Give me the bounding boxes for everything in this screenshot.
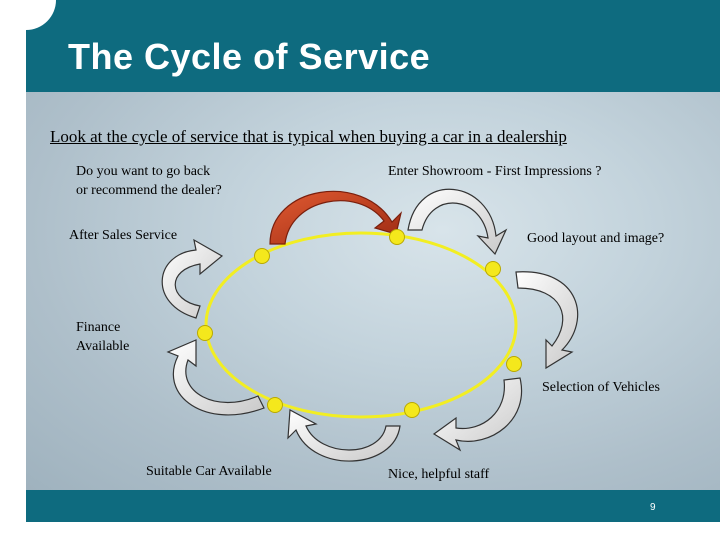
node-helpful-staff xyxy=(404,402,420,418)
label-finance-group: Finance Available xyxy=(76,318,129,356)
arrow-showroom-to-layout-icon xyxy=(407,188,508,256)
label-finance-line2: Available xyxy=(76,339,130,354)
arrow-layout-to-selection-icon xyxy=(515,271,579,370)
slide-subtitle: Look at the cycle of service that is typ… xyxy=(50,127,567,146)
arrow-finance-to-after-sales-icon xyxy=(161,238,224,319)
label-go-back-group: Do you want to go back or recommend the … xyxy=(76,162,222,200)
label-go-back-line1: Do you want to go back xyxy=(76,164,211,179)
background-photo xyxy=(26,90,720,490)
node-showroom xyxy=(389,229,405,245)
node-after-sales xyxy=(254,248,270,264)
slide-title: The Cycle of Service xyxy=(68,36,431,77)
arrow-after-sales-to-showroom-icon xyxy=(269,190,403,245)
arrow-selection-to-staff-icon xyxy=(432,377,523,452)
label-suitable-car: Suitable Car Available xyxy=(146,464,272,479)
arrow-suitable-to-finance-icon xyxy=(166,339,265,416)
footer-bar xyxy=(26,490,720,522)
node-suitable-car xyxy=(267,397,283,413)
node-good-layout xyxy=(485,261,501,277)
label-finance-line1: Finance xyxy=(76,320,121,335)
label-good-layout: Good layout and image? xyxy=(527,231,665,246)
header-bar xyxy=(26,0,720,92)
page-number: 9 xyxy=(650,502,656,513)
label-helpful-staff: Nice, helpful staff xyxy=(388,467,490,482)
cycle-ellipse xyxy=(204,231,518,419)
node-selection xyxy=(506,356,522,372)
label-after-sales: After Sales Service xyxy=(69,228,178,243)
arrow-staff-to-suitable-icon xyxy=(287,409,401,462)
node-finance xyxy=(197,325,213,341)
label-enter-showroom: Enter Showroom - First Impressions ? xyxy=(388,164,602,179)
label-go-back-line2: or recommend the dealer? xyxy=(76,183,222,198)
label-selection: Selection of Vehicles xyxy=(542,380,660,395)
